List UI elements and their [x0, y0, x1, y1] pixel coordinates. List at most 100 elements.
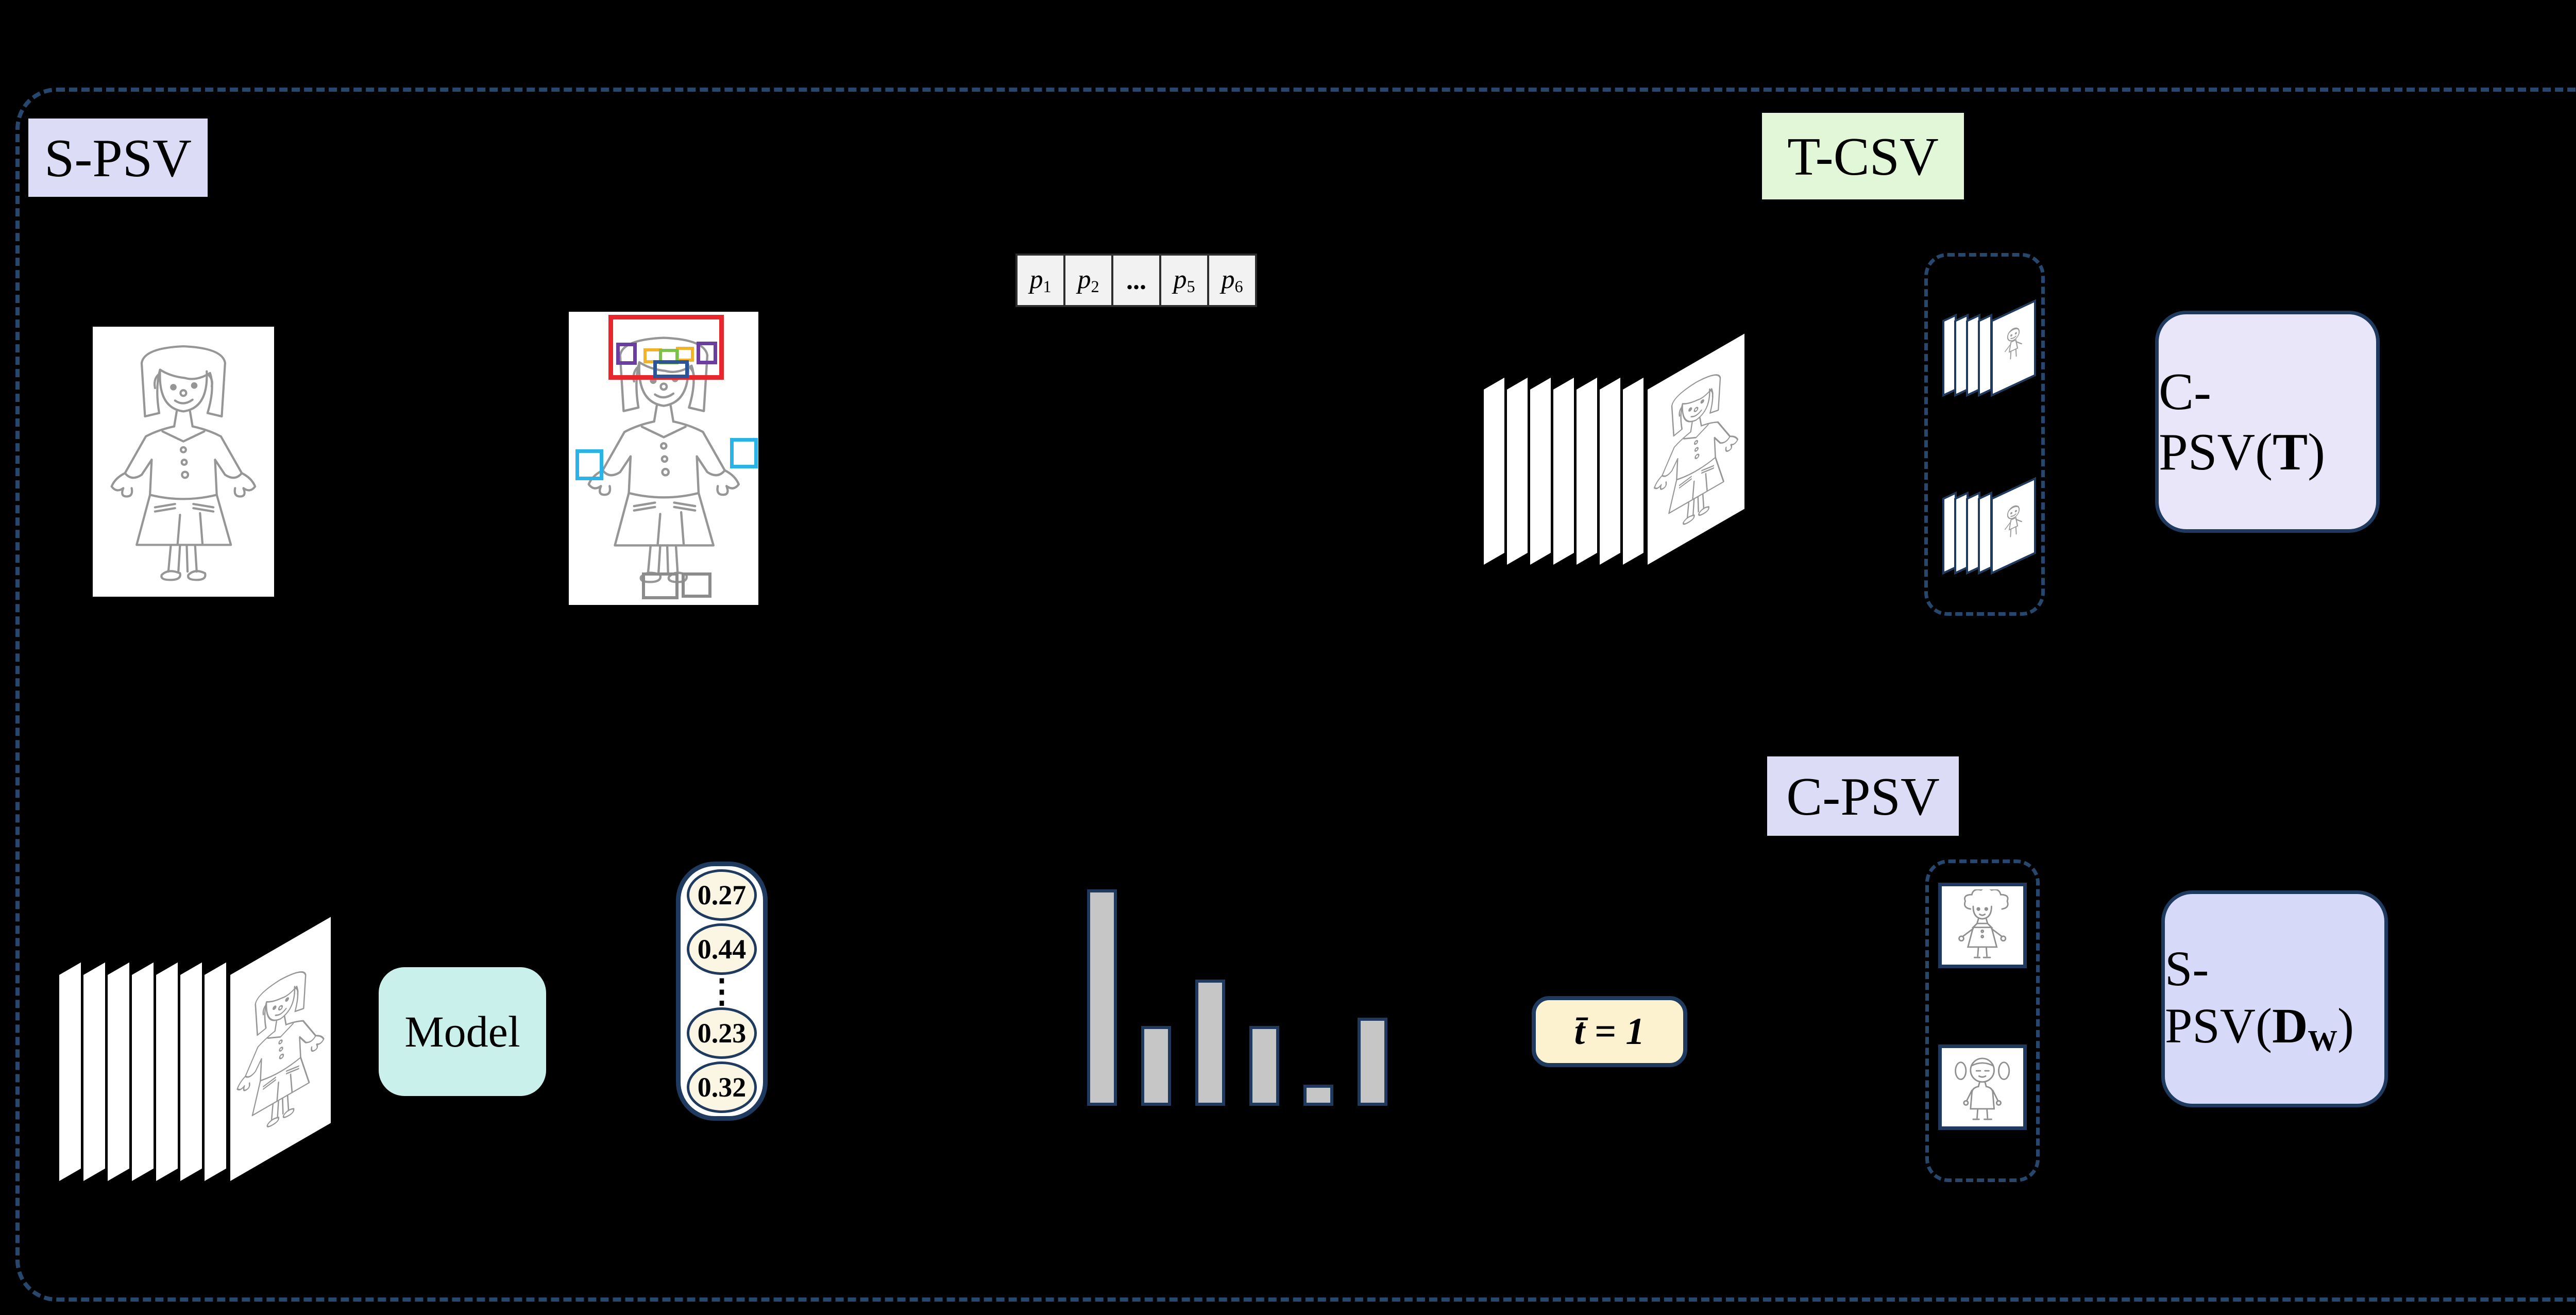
score-text: 0.32: [697, 1072, 747, 1103]
bbox-foot-right: [681, 572, 711, 598]
sheet: [1623, 377, 1643, 565]
p-sub: 1: [1043, 277, 1052, 296]
score-value: 0.23: [687, 1007, 757, 1059]
framed-sketch-pigtail-girl: [1938, 1044, 2027, 1130]
score-text: ⋮: [705, 972, 738, 1009]
module-cpsv-t-label: C-PSV(T): [2159, 362, 2376, 482]
cpsv-input-group: [1925, 859, 2040, 1182]
spsv-score-chart: [1087, 887, 1401, 1106]
score-ellipsis: ⋮: [705, 974, 738, 1007]
score-value: 0.44: [687, 923, 757, 975]
sheet: [83, 962, 105, 1181]
score-text: 0.23: [697, 1017, 747, 1049]
bbox-foot-left: [641, 572, 679, 600]
p-base: p: [1029, 264, 1043, 294]
framed-sketch-curly-girl: [1938, 883, 2027, 968]
tcsv-input-group: [1924, 253, 2045, 616]
child-drawing-icon: [2004, 502, 2023, 540]
sheet: [108, 962, 129, 1181]
score-text: 0.44: [697, 934, 747, 965]
sheet-front: [1991, 477, 2036, 575]
model-box-label: Model: [404, 1007, 520, 1056]
mini-stack-a: [1942, 299, 2036, 401]
part-vector-row: p1 p2 ... p5 p6: [1015, 254, 1257, 307]
bbox-ear-right: [697, 342, 718, 364]
bbox-hand-left: [575, 449, 604, 480]
bbox-hand-right: [730, 437, 758, 469]
sheet-front: [230, 917, 331, 1181]
section-label-cpsv: C-PSV: [1767, 756, 1959, 836]
bbox-mouth: [653, 360, 689, 378]
sheet: [59, 962, 81, 1181]
label-suffix: ): [2337, 998, 2354, 1054]
bar: [1358, 1018, 1387, 1106]
bar: [1303, 1085, 1333, 1106]
sheet: [1978, 491, 1992, 575]
model-box: Model: [379, 967, 546, 1096]
sheet: [132, 962, 154, 1181]
sheet: [1553, 377, 1574, 565]
p-base: p: [1221, 264, 1235, 294]
child-drawing-icon: [100, 332, 267, 591]
sheet: [205, 962, 226, 1181]
sheet: [1978, 313, 1992, 397]
child-sketch-original: [93, 327, 274, 597]
part-cell-p6: p6: [1207, 254, 1257, 307]
child-drawing-icon: [1958, 889, 2009, 958]
sheet: [1484, 377, 1504, 565]
sheet-front: [1648, 333, 1744, 565]
p-base: p: [1173, 264, 1187, 294]
p-ellipsis: ...: [1126, 265, 1146, 295]
child-drawing-icon: [236, 954, 325, 1147]
diagram-outer-frame: [15, 88, 2576, 1302]
label-suffix: ): [2308, 423, 2326, 481]
bar: [1087, 889, 1117, 1106]
cpsv-label-text: C-PSV: [1786, 766, 1940, 827]
child-drawing-icon: [2004, 324, 2023, 362]
module-cpsv-t: C-PSV(T): [2155, 311, 2380, 533]
child-drawing-icon: [1653, 357, 1739, 543]
bbox-ear-left: [616, 342, 637, 365]
sheet: [1507, 377, 1528, 565]
module-spsv-dw-label: S-PSV(DW): [2165, 940, 2384, 1058]
section-label-spsv: S-PSV: [28, 119, 208, 197]
child-sketch-annotated: [569, 312, 758, 605]
sketch-stack-dataset-bottom: [59, 889, 340, 1193]
section-label-tcsv: T-CSV: [1762, 113, 1964, 199]
sheet: [1600, 377, 1620, 565]
bar: [1249, 1026, 1279, 1106]
sheet: [156, 962, 178, 1181]
badge-tbar-1: t̄ = 1: [1532, 996, 1687, 1067]
p-sub: 2: [1091, 277, 1099, 296]
score-text: 0.27: [697, 879, 747, 911]
module-spsv-dw: S-PSV(DW): [2161, 890, 2388, 1107]
sheet: [1577, 377, 1597, 565]
score-value: 0.27: [687, 869, 757, 921]
label-prefix: S-PSV(: [2165, 941, 2273, 1054]
score-vector-pill: 0.27 0.44 ⋮ 0.23 0.32: [676, 862, 768, 1121]
score-value: 0.32: [687, 1061, 757, 1114]
part-cell-p1: p1: [1015, 254, 1065, 307]
sheet: [1530, 377, 1551, 565]
p-sub: 5: [1187, 277, 1195, 296]
mini-stack-b: [1942, 477, 2036, 579]
bbox-eye-right: [675, 347, 694, 362]
child-drawing-icon: [1955, 1057, 2010, 1120]
bar: [1141, 1026, 1171, 1106]
tcsv-label-text: T-CSV: [1787, 126, 1939, 187]
badge-text: t̄ = 1: [1574, 1010, 1645, 1053]
label-arg: D: [2272, 998, 2308, 1054]
sheet: [180, 962, 202, 1181]
label-arg-sub: W: [2308, 1024, 2337, 1057]
p-sub: 6: [1234, 277, 1243, 296]
label-arg: T: [2273, 423, 2308, 481]
spsv-label-text: S-PSV: [44, 127, 192, 188]
bar: [1195, 980, 1225, 1106]
sketch-stack-dataset-top: [1484, 325, 1752, 577]
part-cell-p2: p2: [1063, 254, 1113, 307]
sheet-front: [1991, 299, 2036, 397]
part-cell-p5: p5: [1159, 254, 1209, 307]
part-cell-ellipsis: ...: [1111, 254, 1161, 307]
label-prefix: C-PSV(: [2159, 362, 2273, 481]
